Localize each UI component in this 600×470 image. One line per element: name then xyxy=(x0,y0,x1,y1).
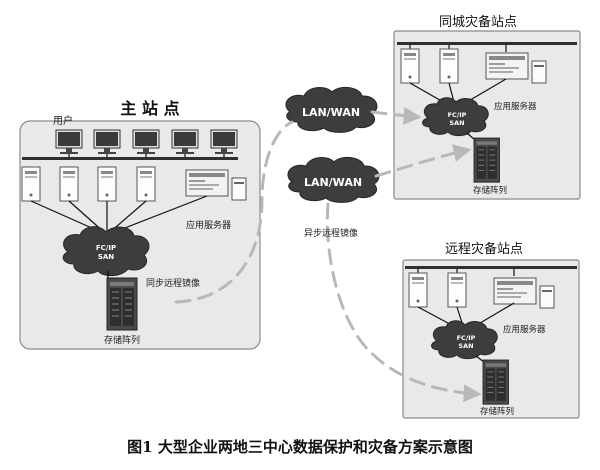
main-app-server-label: 应用服务器 xyxy=(186,219,231,231)
same-city-site-panel: 同城灾备站点 应用服务器 FC/IP SAN 存储阵列 xyxy=(393,14,581,200)
server-icon xyxy=(400,48,420,84)
same-city-title: 同城灾备站点 xyxy=(439,14,517,30)
server-icon xyxy=(97,166,117,202)
sync-mirror-link xyxy=(174,106,422,304)
same-city-app-server-label: 应用服务器 xyxy=(494,101,537,112)
lan-rail xyxy=(397,42,577,45)
remote-app-server-label: 应用服务器 xyxy=(503,324,546,335)
server-icon xyxy=(21,166,41,202)
wan-cloud-upper: LAN/WAN xyxy=(285,86,378,133)
lan-rail xyxy=(405,266,577,269)
main-storage-label: 存储阵列 xyxy=(104,334,140,346)
server-icon xyxy=(439,48,459,84)
figure-caption: 图1 大型企业两地三中心数据保护和灾备方案示意图 xyxy=(127,438,473,456)
same-city-storage-label: 存储阵列 xyxy=(473,185,507,196)
remote-title: 远程灾备站点 xyxy=(445,241,523,257)
server-icon xyxy=(447,272,467,308)
san-label-fcip: FC/IP xyxy=(448,111,467,119)
san-label-fcip: FC/IP xyxy=(457,334,476,342)
wan-cloud-lower: LAN/WAN xyxy=(287,156,380,203)
remote-storage-icon xyxy=(482,359,509,405)
server-icon xyxy=(408,272,428,308)
remote-storage-label: 存储阵列 xyxy=(480,406,514,417)
same-city-san-cloud: FC/IP SAN xyxy=(422,97,489,137)
main-san-cloud: FC/IP SAN xyxy=(62,226,150,277)
wan-label-upper: LAN/WAN xyxy=(302,106,360,119)
remote-san-cloud: FC/IP SAN xyxy=(431,320,498,360)
sync-mirror-label: 同步远程镜像 xyxy=(146,277,200,289)
same-city-storage-icon xyxy=(473,137,500,183)
main-site-title: 主 站 点 xyxy=(120,99,179,118)
lan-rail xyxy=(22,157,238,160)
server-icon xyxy=(136,166,156,202)
main-storage-icon xyxy=(106,277,138,331)
san-label-san: SAN xyxy=(449,119,464,127)
users-label: 用户 xyxy=(53,114,73,127)
main-site-panel: 主 站 点 用户 应用服务器 xyxy=(19,99,261,350)
async-mirror-label: 异步远程镜像 xyxy=(304,227,358,239)
wan-label-lower: LAN/WAN xyxy=(304,176,362,189)
san-label-san: SAN xyxy=(98,253,114,261)
remote-site-panel: 远程灾备站点 应用服务器 FC/IP SAN 存储阵列 xyxy=(402,241,580,419)
san-label-fcip: FC/IP xyxy=(96,244,116,252)
server-icon xyxy=(59,166,79,202)
async-mirror-link xyxy=(325,144,482,403)
san-label-san: SAN xyxy=(458,342,473,350)
